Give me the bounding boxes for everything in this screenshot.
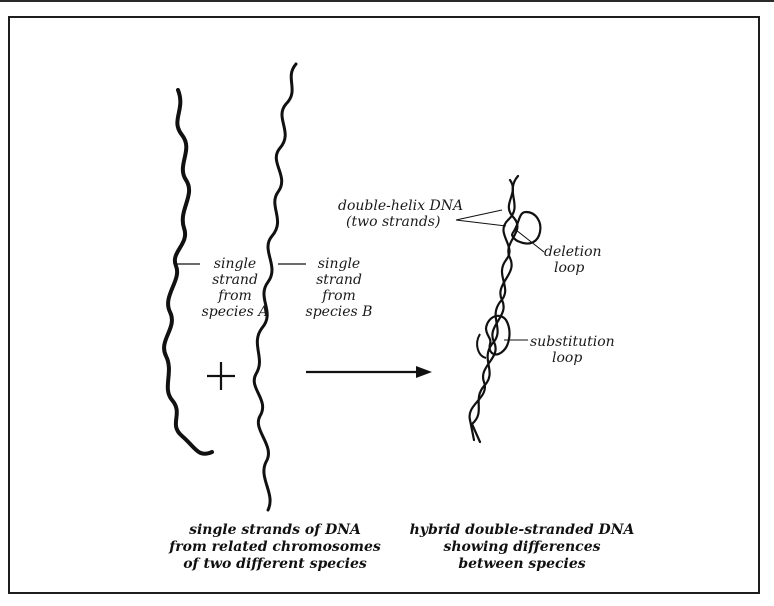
strand-b-label: single strand from species B (302, 256, 376, 320)
substitution-loop-label-line: loop (530, 350, 640, 366)
strand-b-label-line: strand (302, 272, 376, 288)
left-caption-line: from related chromosomes (150, 539, 400, 556)
substitution-loop-label: substitution loop (530, 334, 640, 366)
strand-a-label-line: strand (198, 272, 272, 288)
strand-a-label-line: from (198, 288, 272, 304)
strand-b-label-line: single (302, 256, 376, 272)
hybrid-double-helix (470, 176, 541, 442)
double-helix-label-line: double-helix DNA (338, 198, 478, 214)
deletion-loop (512, 212, 540, 244)
substitution-loop-inner (477, 334, 486, 358)
left-caption-line: of two different species (150, 556, 400, 573)
right-caption-line: between species (392, 556, 652, 573)
deletion-loop-label-line: deletion (544, 244, 624, 260)
left-caption: single strands of DNA from related chrom… (150, 522, 400, 573)
left-caption-line: single strands of DNA (150, 522, 400, 539)
plus-sign (207, 362, 235, 390)
deletion-loop-label: deletion loop (544, 244, 624, 276)
double-helix-label: double-helix DNA (two strands) (338, 198, 478, 230)
right-caption-line: hybrid double-stranded DNA (392, 522, 652, 539)
strand-b-label-line: from (302, 288, 376, 304)
arrow (306, 366, 432, 378)
right-caption: hybrid double-stranded DNA showing diffe… (392, 522, 652, 573)
strand-a-label-line: species A (198, 304, 272, 320)
substitution-loop-label-line: substitution (530, 334, 640, 350)
strand-a-label: single strand from species A (198, 256, 272, 320)
double-helix-label-line: (two strands) (338, 214, 478, 230)
strand-a-label-line: single (198, 256, 272, 272)
strand-b-label-line: species B (302, 304, 376, 320)
deletion-loop-label-line: loop (544, 260, 624, 276)
helix-strand-2 (472, 176, 518, 442)
right-caption-line: showing differences (392, 539, 652, 556)
